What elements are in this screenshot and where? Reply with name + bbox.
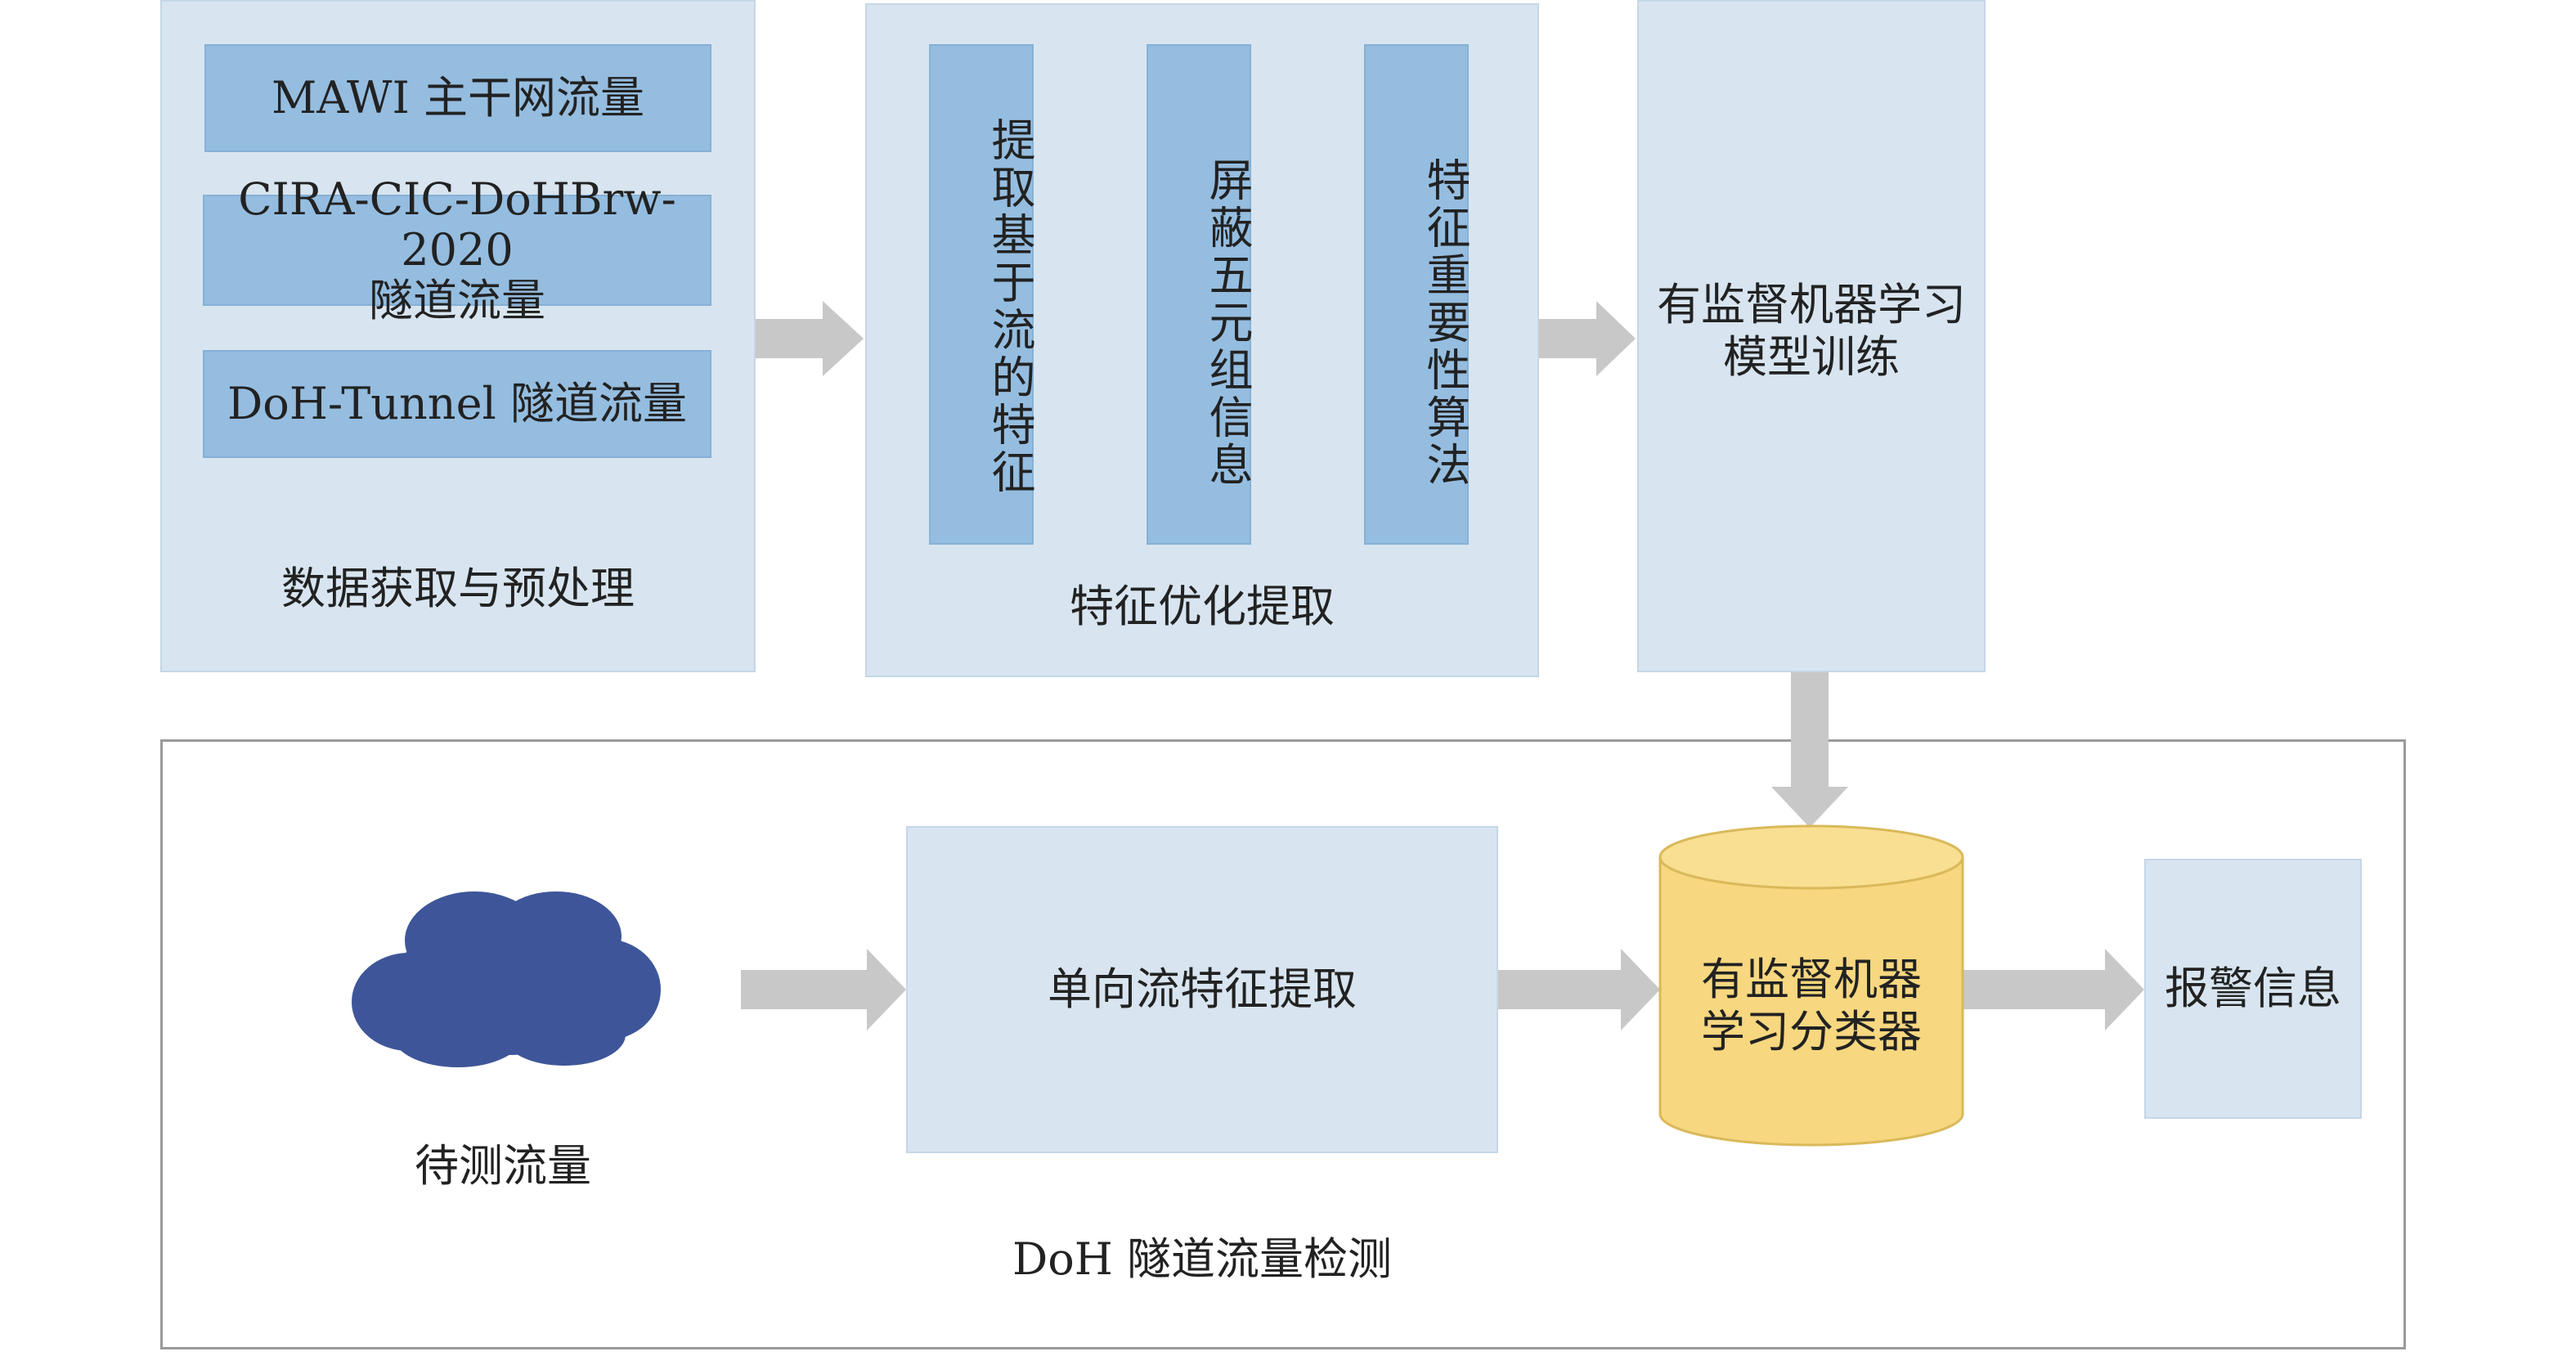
source-label-cira: CIRA-CIC-DoHBrw-2020 隧道流量 bbox=[238, 173, 676, 326]
input-traffic-label: 待测流量 bbox=[415, 1140, 591, 1192]
source-box-cira: CIRA-CIC-DoHBrw-2020 隧道流量 bbox=[203, 174, 711, 326]
arrow-input-to-extraction bbox=[741, 949, 906, 1030]
classifier-label: 有监督机器 学习分类器 bbox=[1701, 954, 1922, 1057]
step-box-mask-five-tuple: 屏蔽五元组信息 bbox=[1147, 44, 1253, 545]
model-training-title: 有监督机器学习 模型训练 bbox=[1657, 279, 1966, 383]
arrow-training-to-classifier bbox=[1771, 672, 1848, 828]
arrow-stage2-to-stage3 bbox=[1539, 301, 1636, 376]
source-label-doh-tunnel: DoH-Tunnel 隧道流量 bbox=[227, 378, 687, 429]
step-box-flow-features: 提取基于流的特征 bbox=[929, 44, 1035, 545]
detection-title: DoH 隧道流量检测 bbox=[1012, 1233, 1393, 1285]
source-box-mawi: MAWI 主干网流量 bbox=[204, 44, 711, 152]
classifier-label-container: 有监督机器 学习分类器 bbox=[1660, 908, 1963, 1104]
feature-extraction-title: 特征优化提取 bbox=[1070, 581, 1335, 632]
arrow-stage1-to-stage2 bbox=[756, 301, 864, 376]
step-box-feature-importance: 特征重要性算法 bbox=[1364, 44, 1470, 545]
step-label-feature-importance: 特征重要性算法 bbox=[1419, 157, 1470, 489]
model-training-panel: 有监督机器学习 模型训练 bbox=[1637, 0, 1986, 672]
traffic-cloud-icon bbox=[352, 891, 661, 1067]
arrow-extraction-to-classifier bbox=[1498, 949, 1660, 1030]
alert-box: 报警信息 bbox=[2144, 859, 2362, 1119]
flow-feature-extraction-box: 单向流特征提取 bbox=[906, 826, 1498, 1153]
alert-label: 报警信息 bbox=[2165, 963, 2341, 1014]
flow-feature-extraction-label: 单向流特征提取 bbox=[1048, 963, 1357, 1015]
arrow-classifier-to-alert bbox=[1963, 949, 2144, 1030]
source-label-mawi: MAWI 主干网流量 bbox=[271, 72, 645, 123]
source-box-doh-tunnel: DoH-Tunnel 隧道流量 bbox=[203, 350, 711, 458]
step-label-mask-five-tuple: 屏蔽五元组信息 bbox=[1201, 157, 1253, 489]
classifier-cylinder bbox=[1658, 824, 1964, 1147]
step-label-flow-features: 提取基于流的特征 bbox=[984, 117, 1035, 496]
data-acquisition-title: 数据获取与预处理 bbox=[281, 563, 635, 614]
detection-frame bbox=[160, 739, 2406, 1349]
